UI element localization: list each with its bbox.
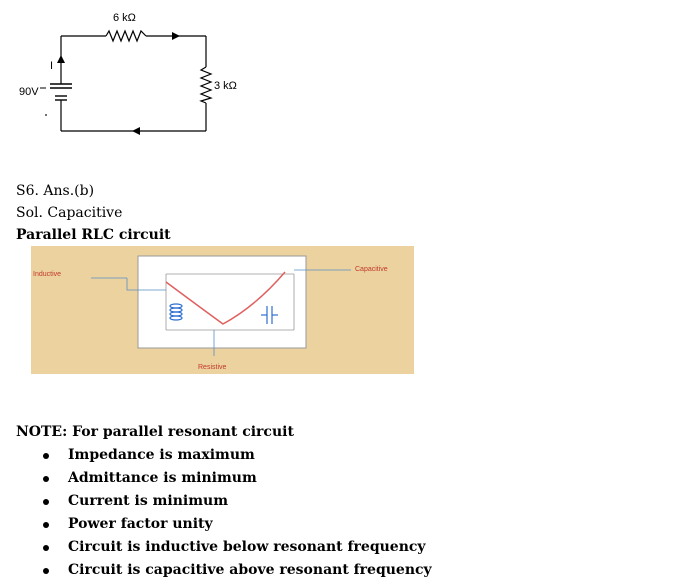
note-list: Impedance is maximum Admittance is minim… <box>38 445 432 583</box>
bullet-icon <box>43 499 49 505</box>
plot-panel <box>137 255 307 349</box>
current-arrow-up <box>57 55 65 63</box>
answer-line: S6. Ans.(b) <box>16 183 95 199</box>
list-item: Admittance is minimum <box>38 468 432 491</box>
right-resistor-label: 3 kΩ <box>214 80 237 92</box>
list-item: Circuit is capacitive above resonant fre… <box>38 560 432 583</box>
impedance-curve <box>165 271 286 325</box>
resistive-label: Resistive <box>198 364 227 371</box>
circuit-wires <box>60 35 207 132</box>
top-resistor <box>105 29 147 43</box>
inductor-icon <box>169 303 183 321</box>
list-item: Current is minimum <box>38 491 432 514</box>
right-resistor <box>199 66 213 104</box>
top-resistor-label: 6 kΩ <box>113 12 136 24</box>
section-heading: Parallel RLC circuit <box>16 227 171 243</box>
bullet-icon <box>43 568 49 574</box>
list-item: Circuit is inductive below resonant freq… <box>38 537 432 560</box>
bottom-current-arrow <box>132 127 140 135</box>
capacitive-label: Capacitive <box>355 266 388 273</box>
top-current-arrow <box>172 32 180 40</box>
sol-line: Sol. Capacitive <box>16 205 123 221</box>
list-item: Power factor unity <box>38 514 432 537</box>
bullet-icon <box>43 545 49 551</box>
bullet-icon <box>43 453 49 459</box>
capacitor-icon <box>261 306 278 324</box>
inductive-label: Inductive <box>33 271 62 278</box>
bullet-icon <box>43 522 49 528</box>
source-label: 90V <box>19 86 39 98</box>
circuit-diagram <box>40 29 213 135</box>
list-item: Impedance is maximum <box>38 445 432 468</box>
battery-symbol <box>50 83 72 101</box>
bullet-icon <box>43 476 49 482</box>
rlc-graph <box>31 246 414 374</box>
note-heading: NOTE: For parallel resonant circuit <box>16 424 294 440</box>
current-label: I <box>50 60 54 72</box>
